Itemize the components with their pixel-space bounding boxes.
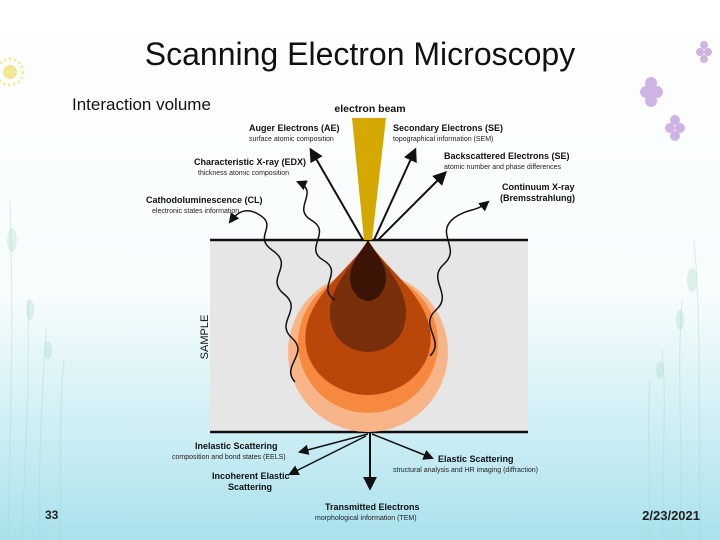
secondary-title: Secondary Electrons (SE) [393, 123, 503, 133]
edx-title: Characteristic X-ray (EDX) [194, 157, 306, 167]
cl-title: Cathodoluminescence (CL) [146, 195, 263, 205]
electron-beam [352, 118, 386, 240]
inelastic-desc: composition and bond states (EELS) [172, 454, 286, 461]
interaction-zone-center [350, 240, 386, 301]
backscattered-title: Backscattered Electrons (SE) [444, 151, 570, 161]
elastic-arrow [371, 433, 434, 460]
elastic-title: Elastic Scattering [438, 454, 514, 464]
slide-subtitle: Interaction volume [72, 95, 211, 114]
auger-arrow [309, 147, 364, 241]
secondary-arrow [373, 147, 417, 241]
edx-wave [296, 180, 336, 301]
auger-title: Auger Electrons (AE) [249, 123, 340, 133]
continuum-wave [429, 200, 490, 357]
cl-desc: electronic states information [152, 208, 239, 215]
cl-wave [228, 210, 299, 383]
inelastic-title: Inelastic Scattering [195, 441, 278, 451]
slide-number: 33 [45, 508, 59, 522]
backscattered-desc: atomic number and phase differences [444, 164, 561, 171]
continuum-desc: (Bremsstrahlung) [500, 193, 575, 203]
electron-beam-label: electron beam [334, 103, 405, 115]
edx-desc: thickness atomic composition [198, 170, 289, 177]
auger-desc: surface atomic composition [249, 136, 334, 143]
slide-date: 2/23/2021 [642, 508, 700, 523]
secondary-desc: topographical information (SEM) [393, 136, 493, 143]
incoherent-title-line2: Scattering [228, 482, 272, 492]
backscattered-arrow [377, 171, 447, 241]
slide-title: Scanning Electron Microscopy [144, 36, 576, 72]
transmitted-title: Transmitted Electrons [325, 502, 420, 512]
continuum-title: Continuum X-ray [502, 182, 575, 192]
sample-label: SAMPLE [199, 315, 211, 360]
incoherent-title-line1: Incoherent Elastic [212, 471, 290, 481]
inelastic-arrow [297, 433, 369, 455]
incoherent-arrow [288, 435, 367, 475]
transmitted-desc: morphological information (TEM) [315, 515, 417, 522]
elastic-desc: structural analysis and HR imaging (diff… [393, 467, 538, 474]
